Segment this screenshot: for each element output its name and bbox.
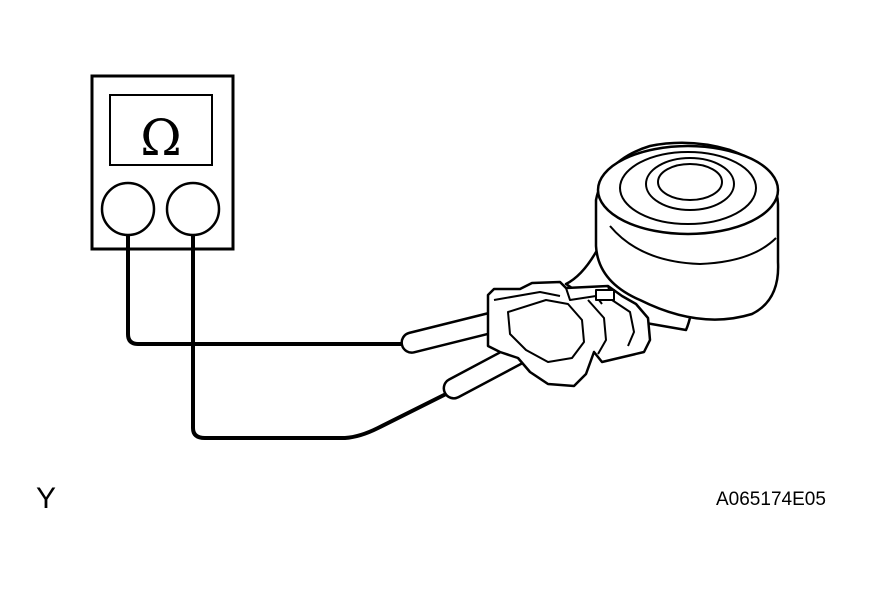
ohmmeter-display <box>109 94 213 166</box>
lead-wire-right <box>191 234 450 440</box>
lead-wire-left <box>126 234 407 346</box>
test-leads <box>126 234 450 440</box>
ohmmeter-terminal-right <box>165 181 221 237</box>
figure-code-label: A065174E05 <box>716 489 826 510</box>
ohmmeter: Ω <box>90 74 235 251</box>
sensor-connector <box>486 280 652 388</box>
knock-sensor <box>564 141 780 332</box>
sensor-top-center <box>657 163 723 201</box>
connector-opening <box>507 299 585 363</box>
ohm-symbol: Ω <box>140 109 181 167</box>
ohmmeter-terminal-left <box>100 181 156 237</box>
corner-letter-label: Y <box>36 482 57 515</box>
